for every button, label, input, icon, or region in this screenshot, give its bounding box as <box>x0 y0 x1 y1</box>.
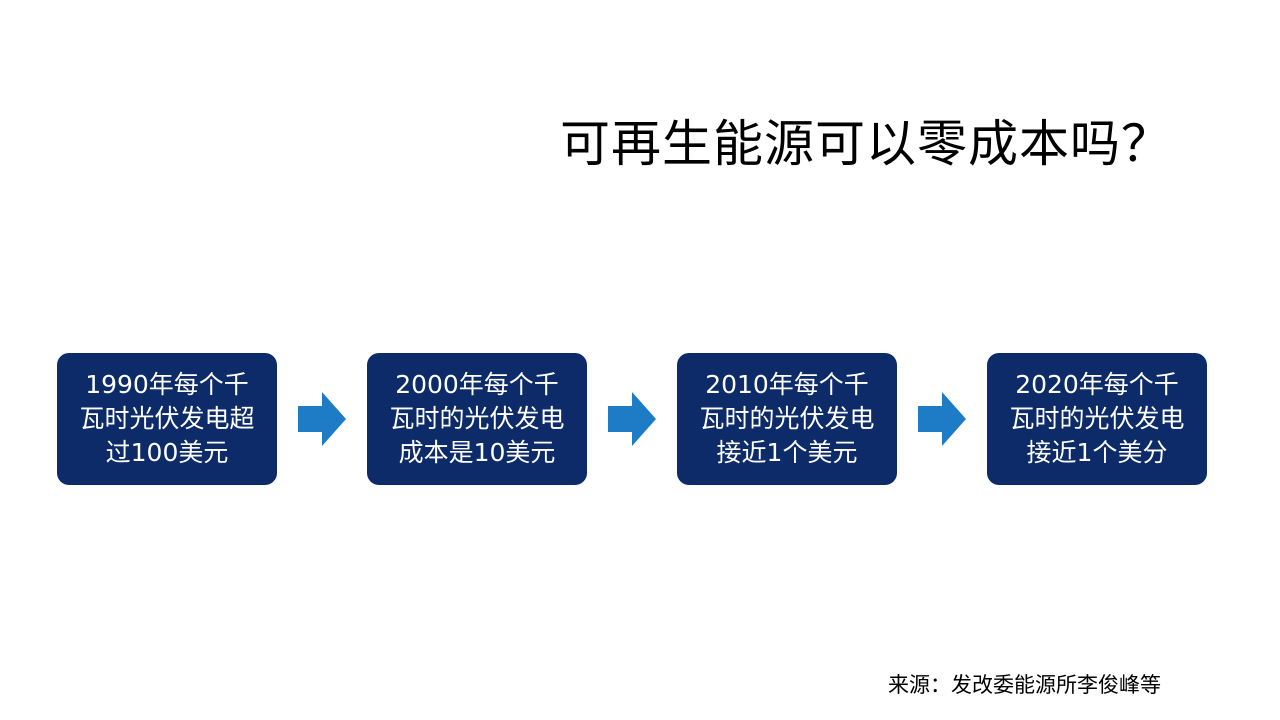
step-1990-line-1: 1990年每个千 <box>85 370 249 399</box>
right-arrow-shape <box>918 392 966 446</box>
step-2000-line-2: 瓦时的光伏发电 <box>389 404 565 433</box>
step-2000: 2000年每个千 瓦时的光伏发电 成本是10美元 <box>367 353 587 485</box>
source-note: 来源：发改委能源所李俊峰等 <box>888 673 1161 697</box>
right-arrow-shape <box>298 392 346 446</box>
step-2000-line-1: 2000年每个千 <box>395 370 559 399</box>
right-arrow-icon <box>608 392 656 446</box>
right-arrow-icon <box>298 392 346 446</box>
step-2020-line-3: 接近1个美分 <box>1026 438 1168 467</box>
step-2020: 2020年每个千 瓦时的光伏发电 接近1个美分 <box>987 353 1207 485</box>
step-1990-line-3: 过100美元 <box>105 438 229 467</box>
step-1990: 1990年每个千 瓦时光伏发电超 过100美元 <box>57 353 277 485</box>
step-2020-line-2: 瓦时的光伏发电 <box>1009 404 1185 433</box>
step-2010-line-3: 接近1个美元 <box>716 438 858 467</box>
slide-title: 可再生能源可以零成本吗？ <box>560 115 1172 173</box>
step-2000-line-3: 成本是10美元 <box>398 438 556 467</box>
step-2010-line-2: 瓦时的光伏发电 <box>699 404 875 433</box>
step-2020-line-1: 2020年每个千 <box>1015 370 1179 399</box>
right-arrow-icon <box>918 392 966 446</box>
step-2010-line-1: 2010年每个千 <box>705 370 869 399</box>
step-1990-line-2: 瓦时光伏发电超 <box>79 404 255 433</box>
step-2010: 2010年每个千 瓦时的光伏发电 接近1个美元 <box>677 353 897 485</box>
right-arrow-shape <box>608 392 656 446</box>
